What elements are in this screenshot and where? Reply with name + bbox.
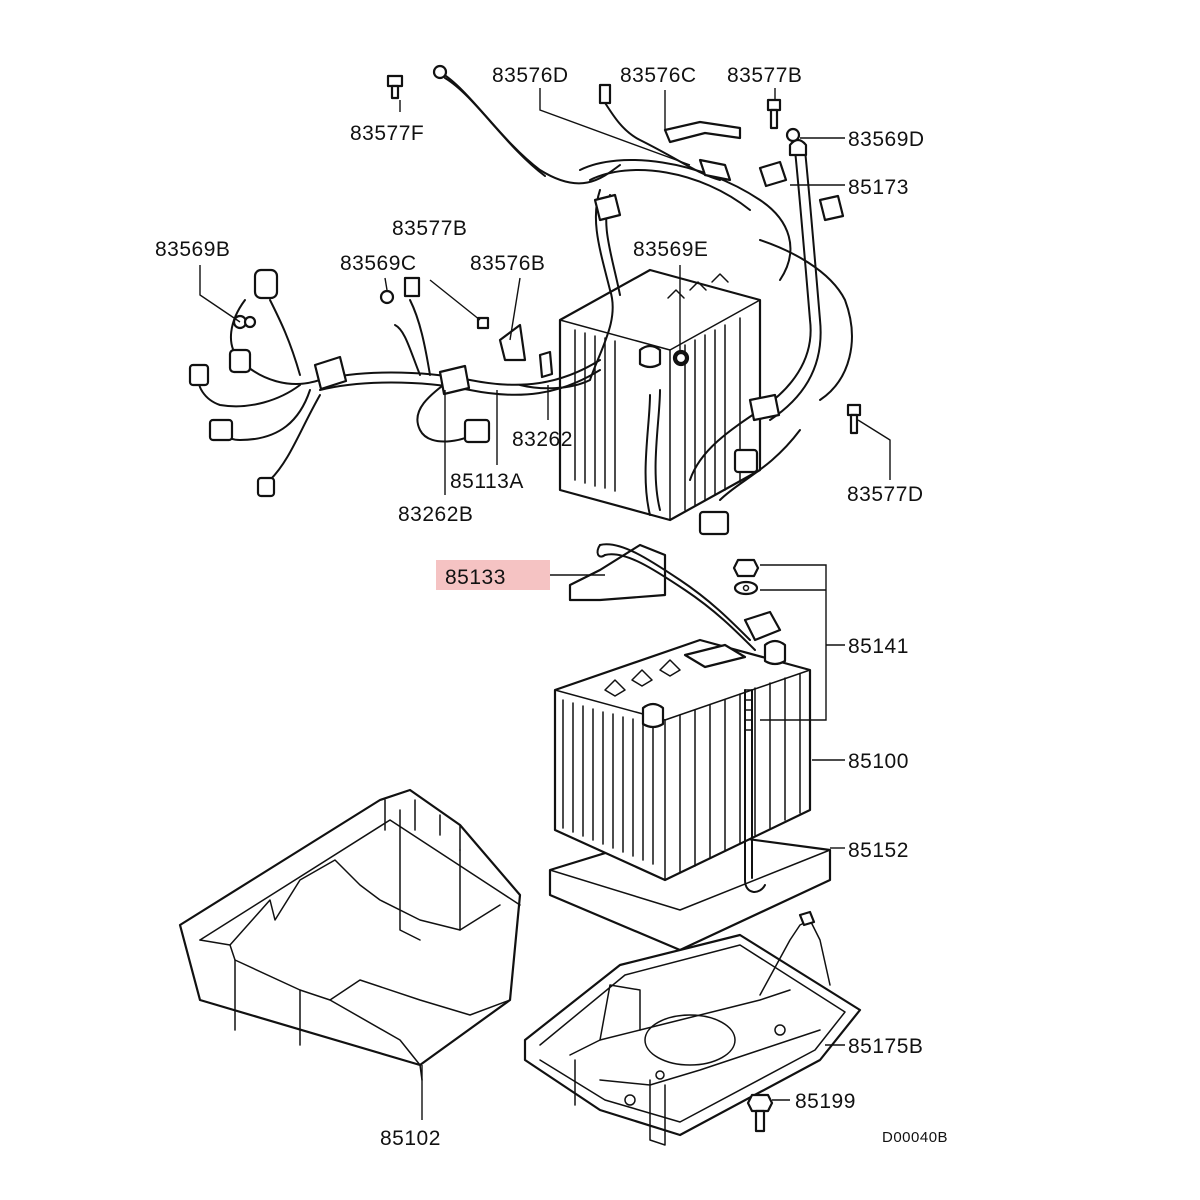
label-83577F: 83577F bbox=[350, 122, 424, 145]
highlight-85133 bbox=[436, 560, 550, 590]
top-fasteners bbox=[379, 74, 862, 435]
battery-box-85102 bbox=[178, 788, 522, 1120]
label-83577B-top: 83577B bbox=[727, 64, 802, 87]
middle-leader-lines bbox=[550, 574, 845, 849]
hold-down-clamp-85133 bbox=[568, 543, 782, 893]
label-83576D: 83576D bbox=[492, 64, 569, 87]
battery-tray-85175B bbox=[523, 910, 862, 1146]
part-labels: 83576D 83576C 83577B 83577F 83569D 85173… bbox=[155, 64, 948, 1150]
label-83569B: 83569B bbox=[155, 238, 230, 261]
label-83569D: 83569D bbox=[848, 128, 925, 151]
label-83576C: 83576C bbox=[620, 64, 697, 87]
bolt-85199 bbox=[746, 1093, 790, 1133]
label-85152: 85152 bbox=[848, 839, 909, 862]
top-leader-lines bbox=[199, 88, 891, 495]
label-83262B: 83262B bbox=[398, 503, 473, 526]
label-85102: 85102 bbox=[380, 1127, 441, 1150]
top-wiring-harness bbox=[188, 64, 853, 536]
label-85100: 85100 bbox=[848, 750, 909, 773]
nut-washer-85141 bbox=[732, 558, 845, 721]
label-85113A: 85113A bbox=[450, 470, 524, 493]
drawing-code: D00040B bbox=[882, 1129, 948, 1146]
label-83577B-mid: 83577B bbox=[392, 217, 467, 240]
label-85133: 85133 bbox=[445, 566, 506, 589]
label-85175B: 85175B bbox=[848, 1035, 923, 1058]
label-83569C: 83569C bbox=[340, 252, 417, 275]
label-83576B: 83576B bbox=[470, 252, 545, 275]
label-83569E: 83569E bbox=[633, 238, 708, 261]
label-85141: 85141 bbox=[848, 635, 909, 658]
battery-85100 bbox=[548, 638, 832, 952]
label-83262: 83262 bbox=[512, 428, 573, 451]
label-85199: 85199 bbox=[795, 1090, 856, 1113]
label-85173: 85173 bbox=[848, 176, 909, 199]
label-83577D: 83577D bbox=[847, 483, 924, 506]
